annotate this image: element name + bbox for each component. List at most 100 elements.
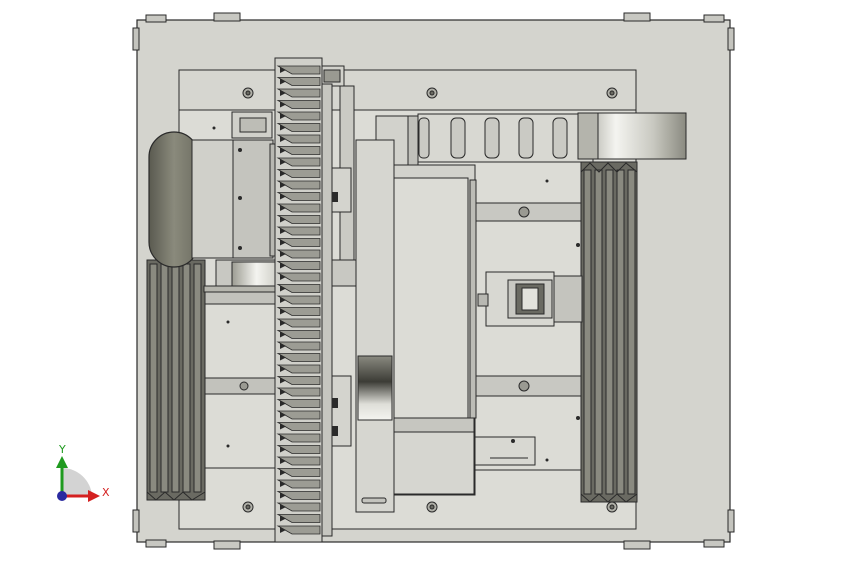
- rack-tooth: [276, 180, 321, 190]
- rack-tooth: [276, 353, 321, 362]
- slotted-plate: [417, 113, 594, 163]
- rack-tooth: [276, 134, 321, 144]
- rack-tooth: [276, 341, 321, 351]
- rack-tooth-notch: [280, 469, 286, 476]
- axis-triad: [56, 456, 100, 502]
- rack-tooth-notch: [280, 159, 286, 165]
- rack-tooth: [276, 387, 321, 397]
- rack-tooth: [276, 318, 321, 328]
- rack-tooth: [276, 514, 321, 523]
- rack-tooth: [276, 525, 321, 535]
- axis-x-arrow: [88, 490, 100, 502]
- rack-tooth: [276, 502, 321, 512]
- rack-tooth: [276, 249, 321, 259]
- rack-tooth: [276, 169, 321, 178]
- rack-tooth-notch: [280, 193, 286, 200]
- rack-tooth-notch: [280, 67, 286, 73]
- rack-tooth-notch: [280, 239, 286, 246]
- rack-tooth-notch: [280, 205, 286, 211]
- rack-tooth-notch: [280, 124, 286, 131]
- rack-tooth: [276, 100, 321, 109]
- rack-tooth-notch: [280, 228, 286, 234]
- rack-tooth: [276, 146, 321, 155]
- rack-tooth: [276, 445, 321, 454]
- rack-tooth: [276, 491, 321, 500]
- rack-tooth-notch: [280, 251, 286, 257]
- rack-tooth-notch: [280, 90, 286, 96]
- rack-tooth: [276, 376, 321, 385]
- guide-rails: [203, 202, 583, 471]
- rack-tooth-notch: [280, 78, 286, 85]
- rack-tooth-notch: [280, 446, 286, 453]
- rack-tooth-notch: [280, 297, 286, 303]
- motor-bracket: [191, 111, 279, 259]
- rack-tooth: [276, 65, 321, 75]
- rack-tooth-notch: [280, 285, 286, 292]
- rack-tooth: [276, 422, 321, 431]
- toothed-rack: [274, 57, 333, 543]
- rack-tooth-notch: [280, 377, 286, 384]
- rack-tooth-notch: [280, 182, 286, 188]
- rack-tooth-notch: [280, 515, 286, 522]
- mounting-holes: [242, 87, 618, 513]
- left-bellows: [146, 259, 206, 501]
- rack-tooth: [276, 261, 321, 270]
- sensor-plate: [474, 436, 536, 466]
- rack-tooth-notch: [280, 366, 286, 372]
- rack-tooth-notch: [280, 481, 286, 487]
- rack-tooth-notch: [280, 343, 286, 349]
- rack-tooth-notch: [280, 136, 286, 142]
- rack-tooth-notch: [280, 274, 286, 280]
- rack-tooth-notch: [280, 423, 286, 430]
- frame-feet: [145, 12, 725, 550]
- rack-tooth-notch: [280, 216, 286, 223]
- rack-tooth-notch: [280, 308, 286, 315]
- rack-tooth: [276, 399, 321, 408]
- rack-tooth-notch: [280, 400, 286, 407]
- rack-tooth: [276, 111, 321, 121]
- rack-tooth: [276, 157, 321, 167]
- rack-tooth: [276, 433, 321, 443]
- coupling-block: [477, 271, 583, 327]
- rack-tooth-notch: [280, 320, 286, 326]
- vertical-slide-plate: [355, 139, 395, 513]
- rack-tooth-notch: [280, 527, 286, 533]
- rack-tooth: [276, 456, 321, 466]
- rack-tooth-notch: [280, 113, 286, 119]
- rack-tooth: [276, 479, 321, 489]
- rack-tooth-notch: [280, 412, 286, 418]
- rack-tooth: [276, 307, 321, 316]
- rack-tooth: [276, 295, 321, 305]
- rack-tooth-notch: [280, 435, 286, 441]
- rack-tooth: [276, 203, 321, 213]
- rack-tooth: [276, 88, 321, 98]
- rack-tooth-notch: [280, 101, 286, 108]
- rack-tooth: [276, 364, 321, 374]
- small-screws: [212, 126, 580, 462]
- rack-tooth-notch: [280, 458, 286, 464]
- top-roller: [577, 112, 687, 160]
- rack-tooth: [276, 226, 321, 236]
- rack-tooth: [276, 272, 321, 282]
- rack-tooth: [276, 215, 321, 224]
- right-bellows: [580, 161, 638, 503]
- axis-x-label: X: [102, 486, 110, 499]
- rack-tooth-notch: [280, 170, 286, 177]
- rack-tooth: [276, 284, 321, 293]
- rack-tooth-notch: [280, 504, 286, 510]
- rack-tooth: [276, 468, 321, 477]
- central-carriage: [389, 164, 477, 496]
- rack-tooth-notch: [280, 147, 286, 154]
- rack-tooth: [276, 123, 321, 132]
- rack-tooth: [276, 410, 321, 420]
- rack-tooth-notch: [280, 331, 286, 338]
- axis-y-label: Y: [59, 443, 66, 456]
- rack-tooth-notch: [280, 262, 286, 269]
- axis-origin: [57, 491, 67, 501]
- rack-tooth-notch: [280, 389, 286, 395]
- rack-tooth-notch: [280, 492, 286, 499]
- rack-tooth: [276, 192, 321, 201]
- rack-tooth: [276, 330, 321, 339]
